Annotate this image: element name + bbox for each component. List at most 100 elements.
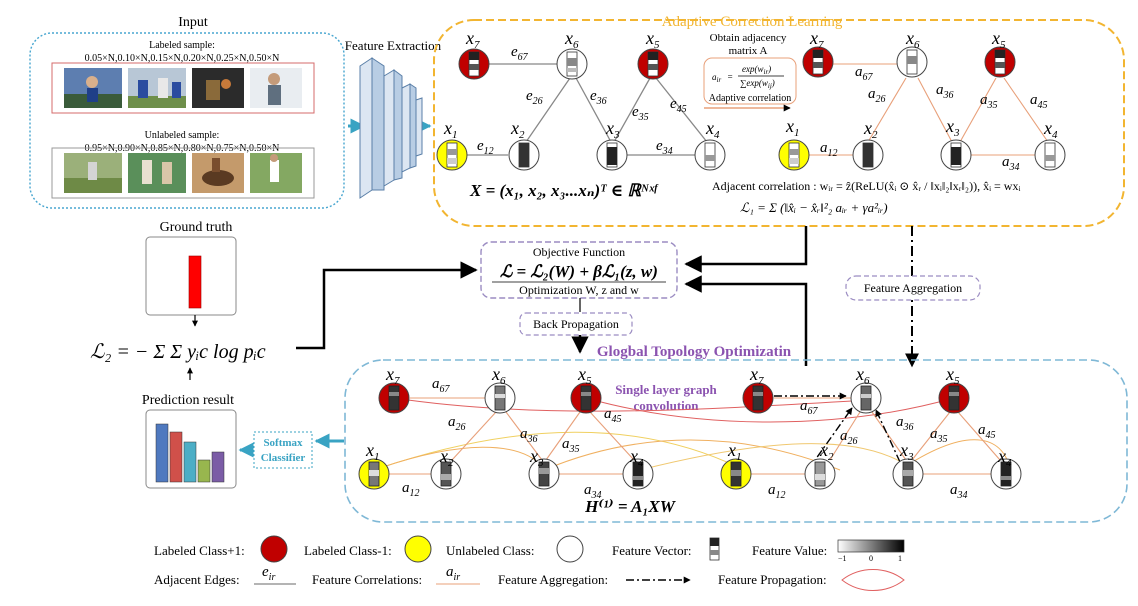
softmax-label-line1: Softmax xyxy=(263,437,303,449)
legend-unlabeled: Unlabeled Class: xyxy=(446,543,534,558)
legend-yellow-node xyxy=(404,535,432,563)
legend-feature-correlations: Feature Correlations: xyxy=(312,572,422,587)
label-x5: x5 xyxy=(645,28,660,51)
svg-text:a12: a12 xyxy=(402,480,420,499)
single-layer-label-line1: Single layer graph xyxy=(615,382,717,397)
node-x2-corr xyxy=(852,139,884,171)
unlabeled-sample-title: Unlabeled sample: xyxy=(145,130,220,141)
svg-text:x2: x2 xyxy=(819,440,834,463)
unlabeled-image-bull xyxy=(192,153,244,193)
label-x6: x6 xyxy=(564,28,579,51)
legend-feature-vector: Feature Vector: xyxy=(612,543,692,558)
node-x3 xyxy=(596,139,628,171)
l2-to-objective-arrow xyxy=(296,261,478,350)
svg-text:x4: x4 xyxy=(629,446,644,469)
adaptive-to-objective-arrow xyxy=(684,226,808,273)
adaptive-right-edges xyxy=(808,63,1049,156)
node-x5-corr xyxy=(984,46,1016,78)
labeled-sample-frame xyxy=(51,62,315,114)
edge-e45 xyxy=(655,77,708,143)
back-propagation-box xyxy=(519,312,633,336)
svg-text:exp(wir): exp(wir) xyxy=(742,64,771,76)
adjacency-label-line2: matrix A xyxy=(729,45,768,57)
svg-text:x4: x4 xyxy=(997,446,1012,469)
svg-text:x6: x6 xyxy=(491,364,506,387)
unlabeled-image-tennis xyxy=(128,153,186,193)
ground-truth-bar xyxy=(188,255,202,309)
edge-e35 xyxy=(613,77,651,143)
svg-text:a36: a36 xyxy=(936,82,954,101)
labeled-image-golf xyxy=(250,68,302,108)
legend-air: air xyxy=(446,564,460,583)
node-x4 xyxy=(694,139,726,171)
label-x4: x4 xyxy=(705,118,720,141)
objective-formula: ℒ = ℒ₂(W) + βℒ₁(z, w) xyxy=(500,262,658,281)
node-x1 xyxy=(436,139,468,171)
labeled-sample-title: Labeled sample: xyxy=(149,40,215,51)
svg-text:a35: a35 xyxy=(930,426,948,445)
svg-text:x1: x1 xyxy=(785,116,800,139)
node-x4-corr xyxy=(1034,139,1066,171)
adaptive-left-node-labels: x7 x6 x5 x1 x2 x3 x4 xyxy=(443,28,720,141)
label-e36: e36 xyxy=(590,88,607,107)
svg-text:=: = xyxy=(727,72,733,82)
adaptive-left-edges xyxy=(466,63,708,156)
legend-feature-propagation: Feature Propagation: xyxy=(718,572,827,587)
label-e26: e26 xyxy=(526,88,543,107)
edge-a45 xyxy=(1003,77,1049,143)
svg-text:x1: x1 xyxy=(365,440,380,463)
global-to-objective-arrow xyxy=(684,275,808,366)
node-x6-corr xyxy=(896,46,928,78)
global-left-nodes xyxy=(358,382,654,490)
label-e45: e45 xyxy=(670,96,687,115)
global-right-node-labels: x7 x6 x5 x1 x2 x3 x4 xyxy=(727,364,1012,469)
unlabeled-sample-frame xyxy=(51,147,315,199)
adaptive-frame xyxy=(433,19,1125,227)
global-right-edge-labels: a67 a26 a36 a35 a45 a12 a34 xyxy=(768,398,996,501)
svg-text:a35: a35 xyxy=(980,92,998,111)
ground-truth-title: Ground truth xyxy=(160,220,233,235)
label-e67: e67 xyxy=(511,44,529,63)
global-left-edges xyxy=(386,397,635,475)
x-matrix-formula: X = (x₁, x₂, x₃...xₙ)ᵀ ∈ ℝᴺˣᶠ xyxy=(469,181,659,200)
input-frame xyxy=(29,32,345,209)
legend-red-node xyxy=(260,535,288,563)
objective-frame xyxy=(480,241,678,299)
svg-text:a67: a67 xyxy=(855,64,874,83)
adjacency-formula-box xyxy=(703,57,797,105)
legend-fv-min: −1 xyxy=(838,554,847,563)
adaptive-left-nodes xyxy=(436,48,726,171)
legend-eir: eir xyxy=(262,564,275,583)
svg-text:a12: a12 xyxy=(768,482,786,501)
edge-a35 xyxy=(959,77,997,143)
svg-text:air: air xyxy=(712,72,721,84)
svg-text:a36: a36 xyxy=(896,414,914,433)
svg-text:x3: x3 xyxy=(899,440,914,463)
svg-text:x7: x7 xyxy=(809,28,824,51)
svg-text:x5: x5 xyxy=(991,28,1006,51)
legend-fv-mid: 0 xyxy=(869,554,873,563)
feature-extraction-cnn xyxy=(359,57,423,199)
legend-feature-aggregation: Feature Aggregation: xyxy=(498,572,608,587)
label-e35: e35 xyxy=(632,104,649,123)
feature-aggregation-label: Feature Aggregation xyxy=(864,281,962,295)
adjacency-formula: air = exp(wir) ∑exp(wij) xyxy=(712,64,784,90)
node-x5 xyxy=(637,48,669,80)
legend-fv-max: 1 xyxy=(898,554,902,563)
node-x7 xyxy=(458,48,490,80)
global-right-edges xyxy=(750,397,1001,475)
legend-class-pos: Labeled Class+1: xyxy=(154,543,245,558)
svg-text:a26: a26 xyxy=(868,86,886,105)
svg-text:x7: x7 xyxy=(385,364,400,387)
svg-text:a45: a45 xyxy=(604,406,622,425)
l2-formula: ℒ₂ = − Σ Σ yᵢc log pᵢc xyxy=(90,341,266,363)
global-title: Glogbal Topology Optimizatin xyxy=(597,344,792,360)
svg-text:a36: a36 xyxy=(520,426,538,445)
svg-text:a67: a67 xyxy=(800,398,819,417)
svg-text:x7: x7 xyxy=(749,364,764,387)
h-formula: H⁽¹⁾ = A₁XW xyxy=(584,497,677,516)
legend-adjacent-edges: Adjacent Edges: xyxy=(154,572,240,587)
svg-text:a34: a34 xyxy=(1002,154,1020,173)
legend-feature-value-scale xyxy=(837,539,905,553)
feature-extraction-label: Feature Extraction xyxy=(345,38,442,53)
